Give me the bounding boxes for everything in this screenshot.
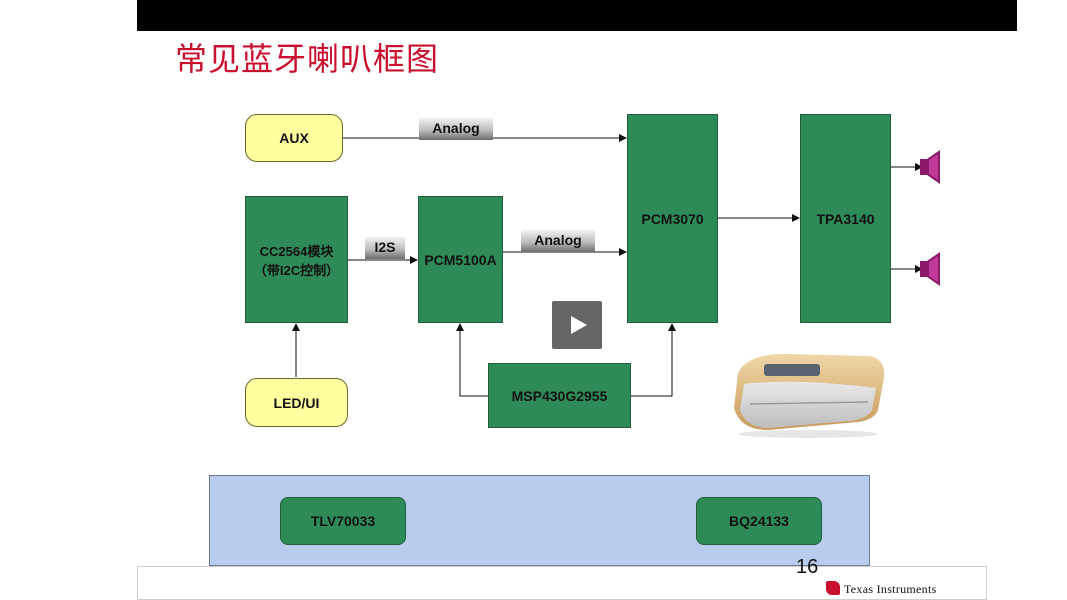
signal-label-i2s: I2S (365, 237, 405, 259)
pcm3070-label: PCM3070 (641, 211, 704, 227)
msp430-block: MSP430G2955 (488, 363, 631, 428)
ti-brand: Texas Instruments (826, 581, 937, 597)
tpa3140-block: TPA3140 (800, 114, 891, 323)
aux-block: AUX (245, 114, 343, 162)
tlv70033-block: TLV70033 (280, 497, 406, 545)
top-bar (137, 0, 1017, 31)
bluetooth-speaker-image (734, 353, 885, 438)
aux-label: AUX (279, 130, 309, 146)
page-number: 16 (796, 556, 819, 578)
tpa3140-label: TPA3140 (816, 211, 875, 227)
cc2564-sublabel: （带I2C控制） (253, 262, 340, 278)
led-ui-block: LED/UI (245, 378, 348, 427)
signal-label-analog-dac: Analog (521, 230, 595, 252)
bq24133-label: BQ24133 (729, 513, 789, 529)
speaker-icon (920, 252, 940, 286)
ti-logo-icon (826, 581, 840, 595)
slide-title: 常见蓝牙喇叭框图 (175, 40, 440, 78)
speaker-icon (920, 150, 940, 184)
brand-label: Texas Instruments (844, 582, 937, 596)
slide-footer (137, 566, 987, 600)
pcm5100a-block: PCM5100A (418, 196, 503, 323)
pcm3070-block: PCM3070 (627, 114, 718, 323)
bq24133-block: BQ24133 (696, 497, 822, 545)
cc2564-label: CC2564模块 (259, 243, 334, 259)
led-ui-label: LED/UI (273, 394, 320, 411)
play-button[interactable] (552, 301, 602, 349)
pcm5100a-label: PCM5100A (424, 251, 497, 268)
cc2564-block: CC2564模块 （带I2C控制） (245, 196, 348, 323)
tlv70033-label: TLV70033 (310, 513, 376, 529)
msp430-label: MSP430G2955 (511, 387, 608, 404)
signal-label-analog-aux: Analog (419, 118, 493, 140)
